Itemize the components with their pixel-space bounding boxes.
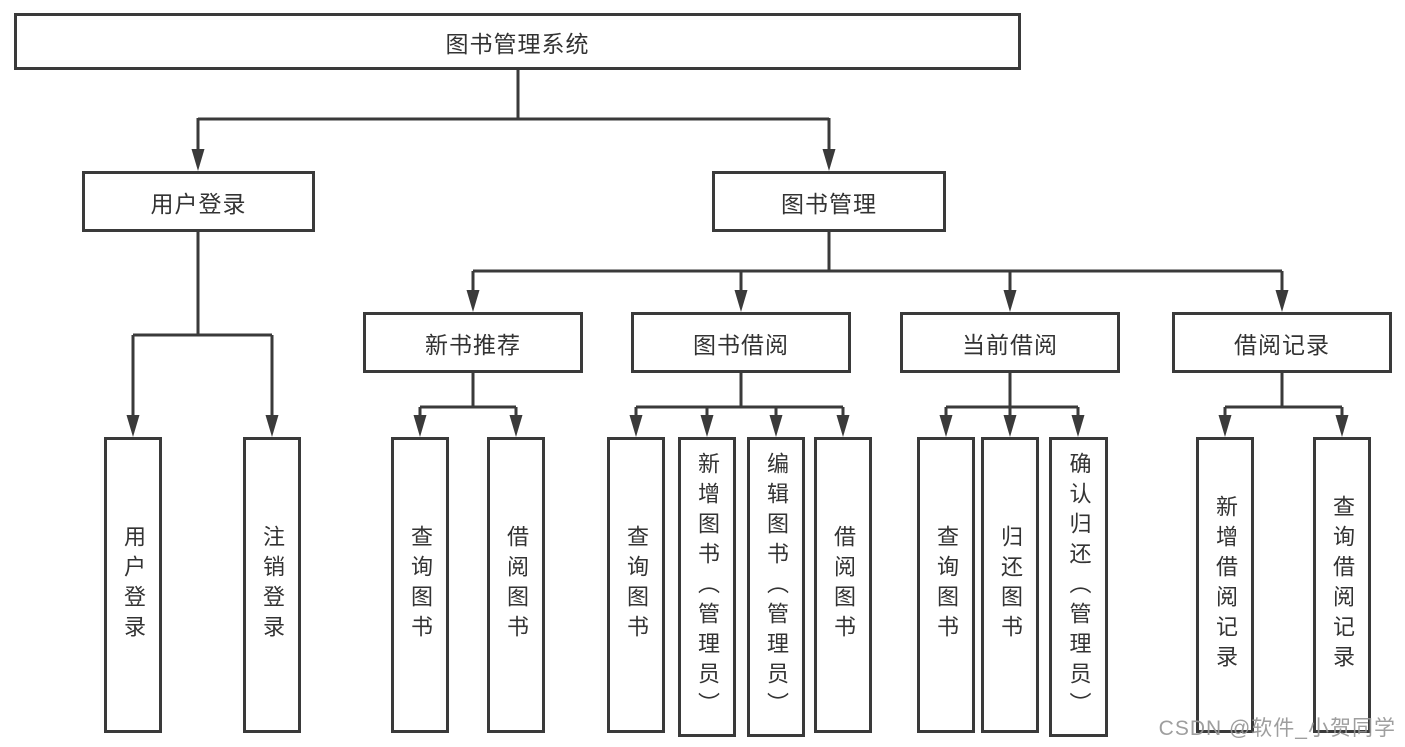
leaf-logout: 注销登录 [243,437,301,733]
connector-user-login-to-leaves [126,232,279,437]
node-user-login: 用户登录 [82,171,315,232]
leaf-query-books-current: 查询图书 [917,437,975,733]
node-current-borrow: 当前借阅 [900,312,1120,373]
leaf-query-borrow-record: 查询借阅记录 [1313,437,1371,733]
connector-borrow-records-to-leaves [1218,373,1349,437]
leaf-add-books-admin: 新增图书（管理员） [678,437,736,737]
connector-root-to-level2 [191,70,836,171]
connector-current-borrow-to-leaves [939,373,1085,437]
csdn-watermark: CSDN @软件_小贺同学 [1158,717,1396,740]
leaf-add-borrow-record: 新增借阅记录 [1196,437,1254,733]
node-book-management: 图书管理 [712,171,946,232]
node-root-library-system: 图书管理系统 [14,13,1021,70]
connector-book-borrow-to-leaves [629,373,850,437]
node-new-book-recommend: 新书推荐 [363,312,583,373]
leaf-query-books-borrow: 查询图书 [607,437,665,733]
connector-book-management-to-level3 [466,232,1289,312]
leaf-borrow-books: 借阅图书 [814,437,872,733]
leaf-return-books: 归还图书 [981,437,1039,733]
node-book-borrow: 图书借阅 [631,312,851,373]
leaf-query-books-recommend: 查询图书 [391,437,449,733]
leaf-borrow-books-recommend: 借阅图书 [487,437,545,733]
leaf-user-login: 用户登录 [104,437,162,733]
connector-new-book-recommend-to-leaves [413,373,523,437]
leaf-confirm-return-admin: 确认归还（管理员） [1049,437,1108,737]
node-borrow-records: 借阅记录 [1172,312,1392,373]
leaf-edit-books-admin: 编辑图书（管理员） [747,437,805,737]
